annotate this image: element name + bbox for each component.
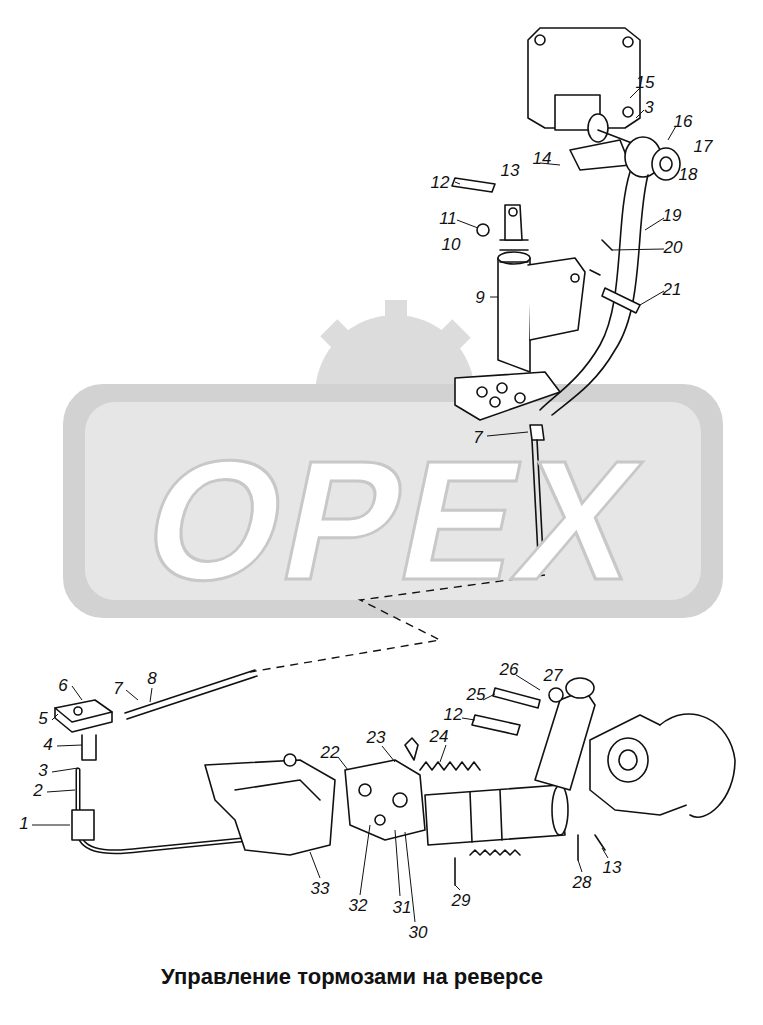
callout-number: 30 xyxy=(409,924,428,941)
brake-valve-assembly xyxy=(55,670,735,885)
callout-number: 14 xyxy=(533,150,552,167)
callout-number: 12 xyxy=(444,706,463,723)
callout-number: 13 xyxy=(603,859,622,876)
callout-number: 3 xyxy=(644,99,653,116)
callout-number: 7 xyxy=(473,429,482,446)
callout-number: 22 xyxy=(321,744,340,761)
callout-number: 7 xyxy=(113,680,122,697)
callout-number: 8 xyxy=(147,670,156,687)
callout-number: 4 xyxy=(43,736,52,753)
callout-number: 32 xyxy=(349,897,368,914)
callout-number: 1 xyxy=(19,815,28,832)
callout-number: 9 xyxy=(475,289,484,306)
callout-number: 16 xyxy=(674,113,693,130)
callout-number: 13 xyxy=(501,162,520,179)
callout-number: 10 xyxy=(442,236,461,253)
leader-line xyxy=(32,88,676,922)
callout-number: 21 xyxy=(663,281,682,298)
watermark: ОРЕХ xyxy=(133,435,658,605)
callout-number: 18 xyxy=(679,166,698,183)
callout-number: 29 xyxy=(452,892,471,909)
callout-number: 2 xyxy=(33,782,42,799)
callout-number: 33 xyxy=(311,880,330,897)
callout-number: 6 xyxy=(58,677,67,694)
callout-number: 27 xyxy=(544,667,563,684)
callout-number: 24 xyxy=(430,728,449,745)
callout-number: 28 xyxy=(573,874,592,891)
callout-number: 20 xyxy=(664,239,683,256)
callout-number: 19 xyxy=(663,207,682,224)
callout-number: 23 xyxy=(367,729,386,746)
callout-number: 31 xyxy=(393,899,412,916)
callout-number: 12 xyxy=(431,174,450,191)
watermark-logo xyxy=(63,300,723,618)
callout-number: 17 xyxy=(694,138,713,155)
callout-number: 15 xyxy=(636,74,655,91)
callout-number: 25 xyxy=(467,686,486,703)
callout-number: 5 xyxy=(38,710,47,727)
caption: Управление тормозами на реверсе xyxy=(161,965,543,989)
callout-number: 3 xyxy=(38,762,47,779)
callout-number: 11 xyxy=(439,210,457,227)
callout-number: 26 xyxy=(500,661,519,678)
